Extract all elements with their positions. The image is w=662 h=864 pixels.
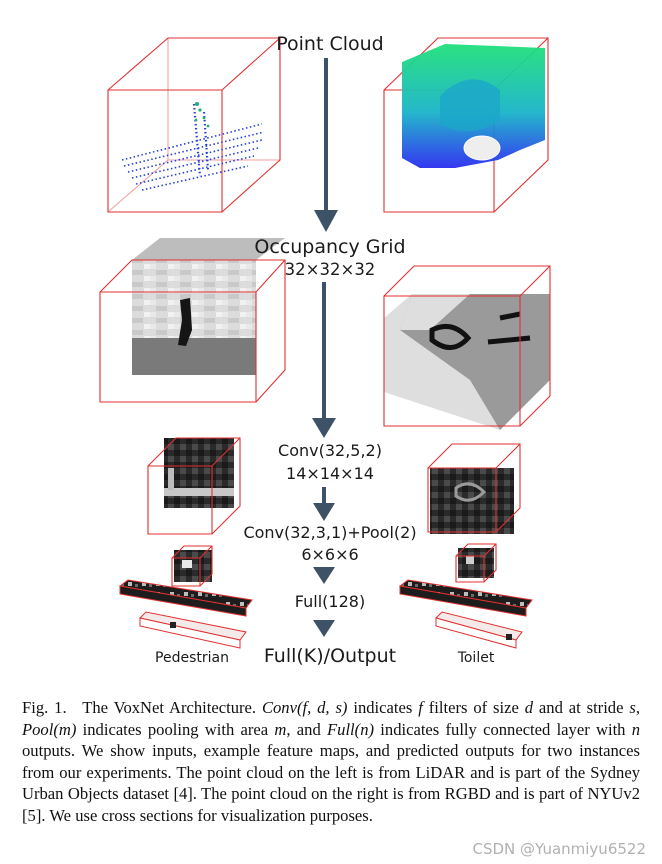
stage-conv2-size: 6×6×6: [301, 545, 359, 564]
caption-var-f: f: [418, 698, 423, 717]
occupancy-grid-left: [99, 238, 286, 403]
conv1-feature-map-left: [147, 437, 241, 535]
figure-caption: Fig. 1. The VoxNet Architecture. Conv(f,…: [22, 698, 641, 825]
stage-full: Full(128): [294, 592, 366, 611]
stage-occupancy-grid-size: 32×32×32: [284, 260, 376, 279]
conv2-feature-map-right: [455, 543, 497, 583]
lidar-points: [121, 103, 265, 191]
caption-full-text: indicates fully connected layer with: [380, 719, 626, 739]
caption-full-expr: Full(n): [327, 719, 375, 739]
arrow-pointcloud-to-grid: [314, 58, 338, 232]
class-label-right: Toilet: [457, 650, 495, 666]
arrow-conv2-to-full: [313, 567, 335, 584]
rgbd-toilet-bowl: [463, 135, 501, 161]
output-active-cell-right: [506, 634, 512, 640]
caption-var-n: n: [631, 719, 641, 739]
caption-var-m: m: [274, 719, 287, 739]
caption-pool-text: indicates pooling with area: [82, 719, 269, 739]
lidar-point-cloud-cube: [107, 37, 281, 213]
caption-conv-text-3: and at stride: [538, 698, 624, 717]
stage-conv1: Conv(32,5,2): [278, 441, 382, 460]
arrow-conv1-to-conv2: [313, 487, 335, 521]
stage-occupancy-grid: Occupancy Grid: [254, 236, 406, 258]
full-strip-right: [398, 579, 533, 617]
caption-pool-expr: Pool(m): [22, 719, 77, 739]
caption-rest: outputs. We show inputs, example feature…: [22, 741, 640, 825]
arrow-full-to-output: [313, 620, 335, 637]
lidar-pedestrian-points: [194, 102, 210, 128]
caption-and-text: , and: [286, 719, 321, 739]
output-strip-left: [139, 611, 247, 649]
caption-var-s: s: [629, 698, 636, 717]
stage-point-cloud: Point Cloud: [276, 33, 384, 55]
caption-var-d: d: [524, 698, 534, 717]
voxnet-diagram: [99, 37, 551, 649]
caption-conv-expr: Conv(f, d, s): [261, 698, 348, 717]
output-strip-right: [435, 611, 523, 649]
stage-output: Full(K)/Output: [263, 645, 397, 667]
stage-conv2: Conv(32,3,1)+Pool(2): [243, 523, 417, 542]
conv2-feature-map-left: [171, 545, 213, 587]
rgbd-toilet-opening: [440, 79, 500, 132]
voxnet-figure: Point Cloud Occupancy Grid 32×32×32 Conv…: [99, 33, 551, 667]
caption-label: Fig. 1.: [22, 698, 67, 717]
caption-conv-text-2: filters of size: [428, 698, 519, 717]
full-strip-left: [118, 579, 253, 617]
occupancy-grid-right: [383, 265, 551, 430]
watermark: CSDN @Yuanmiyu6522: [472, 840, 646, 858]
caption-conv-text-1: indicates: [353, 698, 413, 717]
caption-title: The VoxNet Architecture.: [82, 698, 257, 717]
arrow-grid-to-conv1: [312, 282, 336, 438]
output-active-cell-left: [170, 622, 176, 628]
class-label-left: Pedestrian: [155, 650, 229, 666]
conv1-feature-map-right: [427, 443, 521, 534]
stage-conv1-size: 14×14×14: [286, 464, 374, 483]
